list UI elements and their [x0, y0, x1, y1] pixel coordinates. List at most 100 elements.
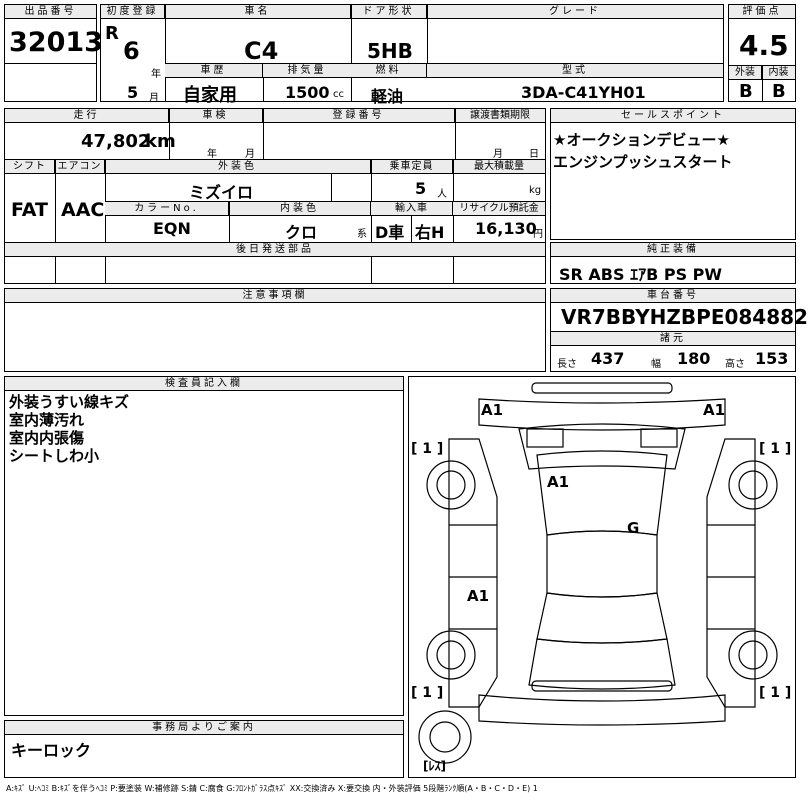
legend: A:ｷｽﾞ U:ﾍｺﾐ B:ｷｽﾞを伴うﾍｺﾐ P:要塗装 W:補修跡 S:錆 … [6, 784, 538, 793]
mileage: 47,802 [81, 131, 151, 152]
mark-spare: [ﾚｽ] [423, 759, 446, 773]
yen-unit: 円 [533, 229, 543, 240]
transfer-month-unit: 月 [493, 149, 503, 160]
mark-windshield: A1 [547, 473, 570, 491]
inspector-label: 検査員記入欄 [5, 377, 403, 391]
mark-rear-window: A1 [467, 587, 490, 605]
grade-label: グレード [427, 5, 723, 19]
equipment-label: 純正装備 [551, 243, 795, 257]
era: R [105, 23, 119, 44]
recycle: 16,130 [475, 219, 537, 238]
model-label: 型式 [427, 64, 723, 78]
mark-tire-rr: [ 1 ] [759, 685, 792, 701]
mark-roof-glass: G [627, 519, 640, 537]
door-label: ドア形状 [351, 5, 427, 19]
series-unit: 系 [357, 229, 367, 240]
km-unit: km [145, 131, 176, 152]
notes-box: 注意事項欄 [4, 288, 546, 372]
equipment-box: 純正装備 SR ABS ｴｱB PS PW [550, 242, 796, 284]
exterior-grade: B [739, 81, 753, 102]
score-box: 評価点 4.5 外装 内装 B B [728, 4, 796, 102]
reg-number-label: 登録番号 [263, 109, 455, 123]
interior-grade: B [772, 81, 786, 102]
reg-year: 6 [123, 37, 140, 65]
lot-number: 32013 [9, 27, 103, 58]
selling-points-text: ★オークションデビュー★ エンジンプッシュスタート [553, 131, 733, 171]
shift: FAT [11, 199, 48, 221]
later-parts-label: 後日発送部品 [5, 243, 545, 257]
reg-month: 5 [127, 83, 139, 102]
equipment-text: SR ABS ｴｱB PS PW [559, 265, 723, 284]
car-diagram: A1 A1 A1 G A1 [ 1 ] [ 1 ] [ 1 ] [ 1 ] [ﾚ… [408, 376, 796, 778]
office-text: キーロック [11, 741, 92, 760]
capacity: 5 [415, 179, 427, 198]
displacement: 1500 [285, 83, 330, 102]
office-box: 事務局よりご案内 キーロック [4, 720, 404, 778]
cc-unit: cc [333, 89, 344, 100]
width: 180 [677, 349, 711, 368]
int-color: クロ [285, 223, 318, 242]
recycle-label: リサイクル預託金 [453, 202, 545, 216]
mark-tire-fl: [ 1 ] [411, 441, 444, 457]
fuel: 軽油 [371, 87, 404, 106]
color-no: EQN [153, 219, 191, 238]
transfer-day-unit: 日 [529, 149, 539, 160]
mark-tire-rl: [ 1 ] [411, 685, 444, 701]
capacity-label: 乗車定員 [371, 160, 453, 174]
fuel-label: 燃料 [351, 64, 427, 78]
load-label: 最大積載量 [453, 160, 545, 174]
dims-label: 諸元 [551, 332, 795, 346]
interior-label: 内装 [762, 66, 795, 80]
score-label: 評価点 [729, 5, 795, 19]
score: 4.5 [739, 29, 789, 62]
steering: 右H [415, 223, 445, 242]
length: 437 [591, 349, 625, 368]
door-type: 5HB [367, 39, 413, 63]
history: 自家用 [183, 85, 237, 106]
inspector-box: 検査員記入欄 外装うすい線キズ 室内薄汚れ 室内内張傷 シートしわ小 [4, 376, 404, 716]
chassis-number: VR7BBYHZBPE084882 [561, 305, 808, 329]
mark-tire-fr: [ 1 ] [759, 441, 792, 457]
chassis-box: 車台番号 VR7BBYHZBPE084882 諸元 長さ 437 幅 180 高… [550, 288, 808, 372]
kg-unit: kg [529, 185, 542, 196]
mileage-label: 走行 [5, 109, 169, 123]
import-type: D車 [375, 223, 405, 242]
mark-front-right: A1 [703, 401, 726, 419]
exterior-label: 外装 [729, 66, 762, 80]
history-label: 車歴 [165, 64, 263, 78]
inspection-month-unit: 月 [245, 149, 255, 160]
chassis-label: 車台番号 [551, 289, 795, 303]
first-reg-label: 初度登録 [101, 5, 165, 19]
displacement-label: 排気量 [263, 64, 351, 78]
lot-label: 出品番号 [5, 5, 96, 19]
inspection-label: 車検 [169, 109, 263, 123]
width-label: 幅 [651, 359, 661, 370]
inspector-text: 外装うすい線キズ 室内薄汚れ 室内内張傷 シートしわ小 [9, 393, 130, 465]
selling-points-label: セールスポイント [551, 109, 795, 123]
lot-box: 出品番号 32013 [4, 4, 103, 102]
ext-color-label: 外装色 [105, 160, 371, 174]
main-info-box: 初度登録 車名 ドア形状 グレード R 6 年 C4 5HB 車歴 排気量 燃料… [100, 4, 724, 106]
person-unit: 人 [437, 189, 447, 200]
car-outline-icon [418, 382, 778, 764]
inspection-year-unit: 年 [207, 149, 217, 160]
year-unit: 年 [151, 69, 161, 80]
car-name: C4 [244, 37, 279, 65]
car-name-label: 車名 [165, 5, 351, 19]
shift-label: シフト [5, 160, 55, 174]
length-label: 長さ [557, 359, 577, 370]
office-label: 事務局よりご案内 [5, 721, 403, 735]
selling-points-box: セールスポイント ★オークションデビュー★ エンジンプッシュスタート [550, 108, 796, 240]
int-color-label: 内装色 [229, 202, 371, 216]
model-code: 3DA-C41YH01 [521, 83, 646, 102]
vehicle-detail-box: 走行 車検 登録番号 譲渡書類期限 47,802 km 年 月 月 日 シフト … [4, 108, 546, 284]
import-label: 輸入車 [371, 202, 453, 216]
month-unit: 月 [149, 93, 159, 104]
notes-label: 注意事項欄 [5, 289, 545, 303]
color-no-label: カラーNo. [105, 202, 229, 216]
transfer-label: 譲渡書類期限 [455, 109, 545, 123]
mark-front-left: A1 [481, 401, 504, 419]
height-label: 高さ [725, 359, 745, 370]
ext-color: ミズイロ [189, 183, 254, 202]
height: 153 [755, 349, 789, 368]
